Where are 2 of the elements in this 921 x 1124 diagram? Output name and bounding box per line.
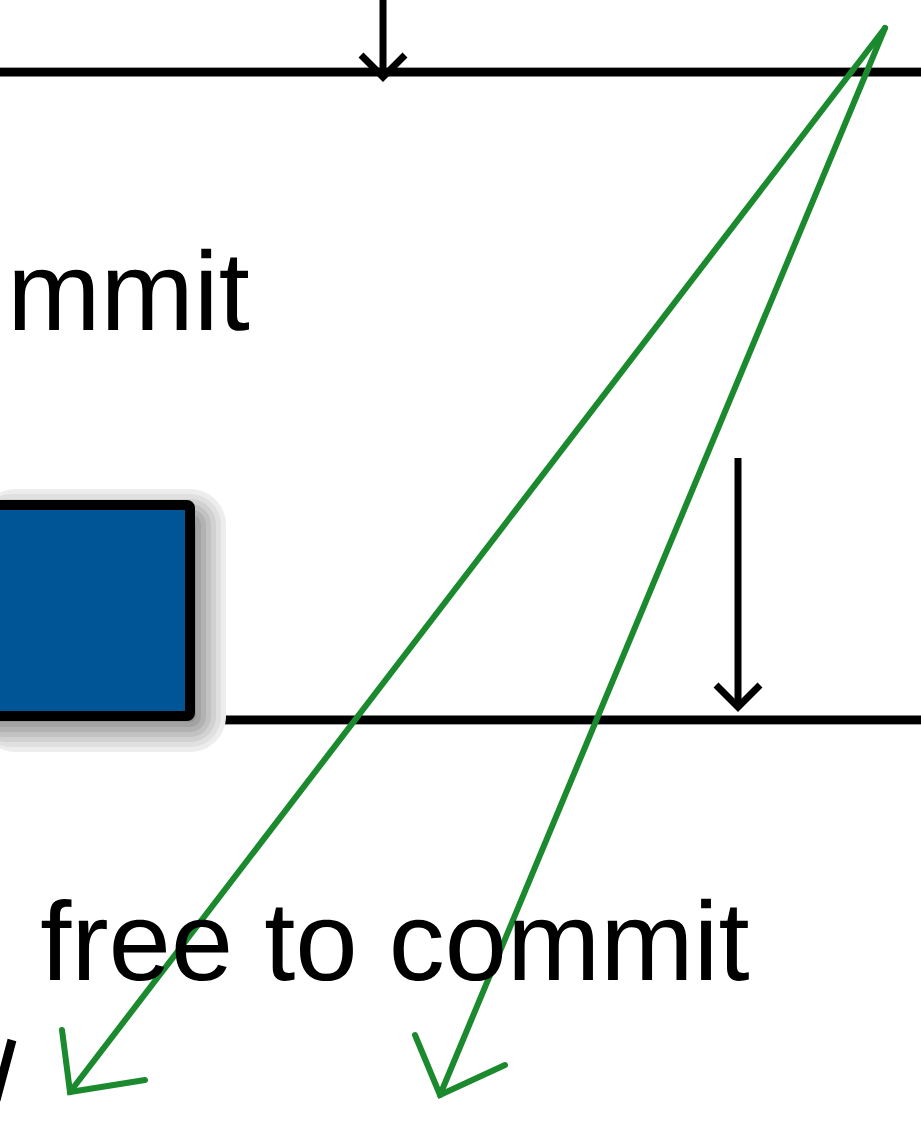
- label: mmit: [14, 248, 249, 331]
- block: [0, 489, 226, 752]
